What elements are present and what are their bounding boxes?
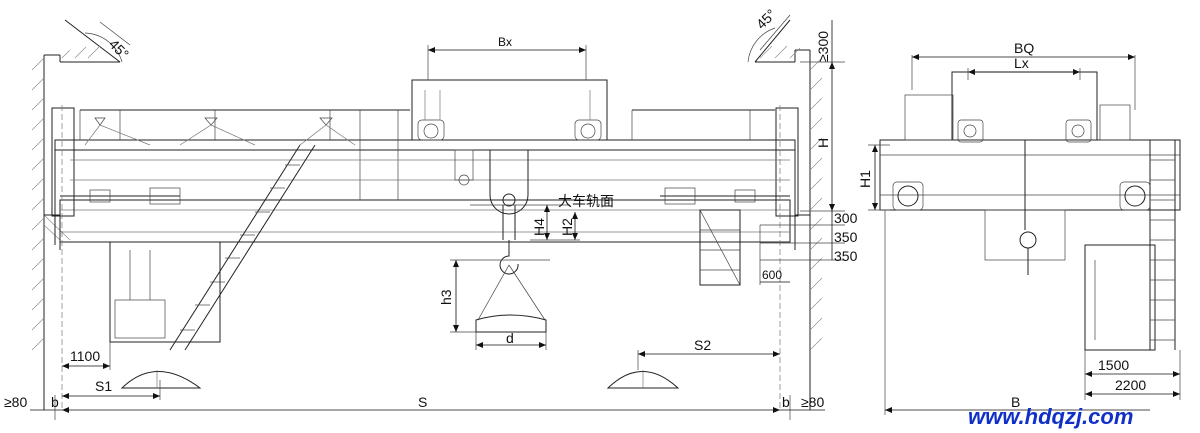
min-80-right-label: ≥80: [801, 394, 824, 410]
dim-2200-label: 2200: [1115, 377, 1146, 393]
b-left-label: b: [51, 394, 59, 410]
s1-label: S1: [95, 378, 112, 394]
d-label: d: [506, 330, 514, 346]
dim-1500-label: 1500: [1098, 357, 1129, 373]
h4-label: H4: [531, 218, 547, 236]
angle-left-label: 45°: [106, 36, 132, 62]
side-dimensions: [868, 54, 1181, 415]
bq-label: BQ: [1014, 40, 1034, 56]
left-wall: [31, 19, 131, 410]
angle-right-label: 45°: [753, 6, 779, 32]
watermark: www.hdqzj.com: [968, 404, 1133, 429]
bx-label: Bx: [498, 35, 512, 49]
b-side-label: B: [1011, 394, 1020, 410]
rail-surface-label: 大车轨面: [558, 193, 614, 210]
right-wall: [747, 14, 823, 410]
h1-label: H1: [857, 170, 873, 188]
crane-front-view: [51, 79, 799, 410]
lx-label: Lx: [1014, 55, 1029, 71]
front-dimensions: [30, 20, 845, 420]
dim-350-a-label: 350: [834, 229, 858, 245]
crane-side-view: [879, 71, 1181, 351]
h3-label: h3: [438, 289, 454, 305]
dim-350-b-label: 350: [834, 248, 858, 264]
s2-label: S2: [694, 337, 711, 353]
s-label: S: [418, 394, 427, 410]
min-80-left-label: ≥80: [4, 394, 27, 410]
h-label: H: [815, 138, 831, 148]
h2-label: H2: [559, 218, 575, 236]
b-right-label: b: [782, 394, 790, 410]
clearance-top-label: ≥300: [815, 31, 831, 62]
dim-1100-label: 1100: [70, 348, 100, 364]
labels: 45° 45° ≥300 Bx H 大车轨面 H4 H2 300 350 350…: [4, 6, 1146, 429]
dim-600-label: 600: [762, 268, 782, 282]
dim-300-label: 300: [834, 210, 858, 226]
